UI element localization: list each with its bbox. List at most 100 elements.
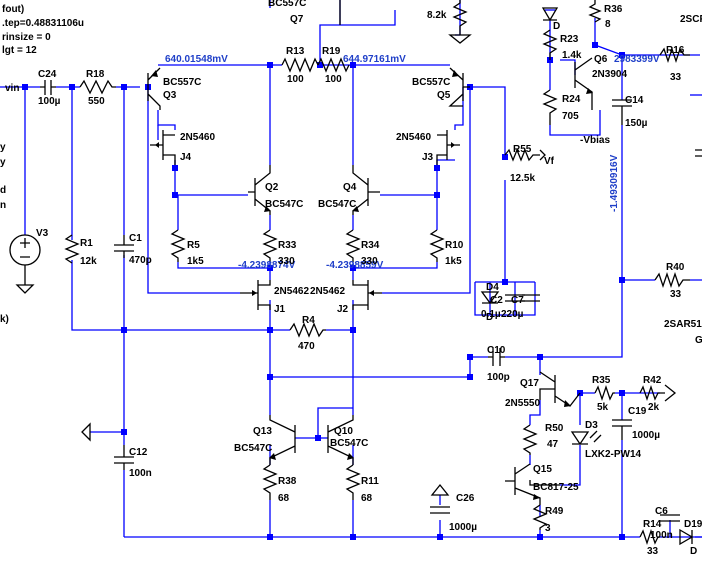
r1-symbol[interactable] bbox=[64, 234, 80, 264]
directive-trimsize: rinsize = 0 bbox=[2, 32, 51, 43]
voltage-q6-collector: 2983399V bbox=[614, 54, 660, 65]
label-r5-val: 1k5 bbox=[187, 256, 204, 267]
label-q4: Q4 bbox=[343, 182, 357, 193]
label-8k2: 8.2k bbox=[427, 10, 447, 21]
resistor-8k2-symbol[interactable] bbox=[448, 0, 472, 44]
label-q13: Q13 bbox=[253, 426, 272, 437]
r36-symbol[interactable] bbox=[588, 0, 602, 23]
label-r49-val: 3 bbox=[545, 523, 551, 534]
label-j3: J3 bbox=[422, 152, 434, 163]
label-r1-val: 12k bbox=[80, 256, 97, 267]
j4-symbol[interactable] bbox=[150, 130, 176, 165]
d3-symbol[interactable] bbox=[570, 430, 602, 446]
label-q15: Q15 bbox=[533, 464, 552, 475]
label-j4-model: 2N5460 bbox=[180, 132, 215, 143]
r33-symbol[interactable] bbox=[262, 229, 278, 262]
label-r33-val: 330 bbox=[278, 256, 295, 267]
label-c10-val: 100p bbox=[487, 372, 510, 383]
label-c7-val: 220µ bbox=[501, 309, 524, 320]
c24-symbol[interactable] bbox=[40, 80, 56, 95]
j3-symbol[interactable] bbox=[436, 130, 460, 165]
d4-symbol[interactable] bbox=[480, 291, 500, 305]
v3-symbol[interactable] bbox=[9, 234, 41, 294]
label-r19-val: 100 bbox=[325, 74, 342, 85]
q5-symbol[interactable] bbox=[448, 67, 470, 107]
r4-symbol[interactable] bbox=[289, 322, 326, 338]
j1-symbol[interactable] bbox=[240, 280, 271, 310]
r40-symbol[interactable] bbox=[654, 271, 690, 289]
c2-symbol[interactable] bbox=[505, 294, 525, 302]
r16-symbol[interactable] bbox=[659, 46, 690, 64]
label-q7-model: BC557C bbox=[268, 0, 306, 9]
q2-symbol[interactable] bbox=[248, 165, 271, 215]
c6-symbol[interactable] bbox=[660, 514, 680, 522]
voltage-j4-drain: -4.2398874V bbox=[238, 260, 296, 271]
r11-symbol[interactable] bbox=[345, 464, 361, 500]
label-r42: R42 bbox=[643, 375, 662, 386]
label-r4-val: 470 bbox=[298, 341, 315, 352]
label-r16: R16 bbox=[666, 45, 685, 56]
c7-symbol[interactable] bbox=[522, 294, 540, 302]
r55-symbol[interactable] bbox=[504, 148, 546, 162]
label-r42-val: 2k bbox=[648, 402, 660, 413]
d19-symbol[interactable] bbox=[679, 528, 694, 546]
label-r40: R40 bbox=[666, 262, 685, 273]
label-r35-val: 5k bbox=[597, 402, 609, 413]
label-r10: R10 bbox=[445, 240, 464, 251]
q15-symbol[interactable] bbox=[505, 463, 560, 505]
r42-symbol[interactable] bbox=[639, 384, 677, 402]
r49-symbol[interactable] bbox=[532, 504, 548, 530]
c14-symbol[interactable] bbox=[612, 99, 632, 125]
label-j1: J1 bbox=[274, 304, 286, 315]
label-c10: C10 bbox=[487, 345, 506, 356]
r14-symbol[interactable] bbox=[639, 528, 660, 546]
label-2sar: 2SAR51 bbox=[664, 319, 702, 330]
r24-symbol[interactable] bbox=[542, 89, 558, 125]
voltage-vbias-rail: -1.4930916V bbox=[609, 154, 620, 212]
directive-y1: y bbox=[0, 142, 6, 153]
r13-symbol[interactable] bbox=[281, 57, 319, 73]
label-d19-letter: D bbox=[690, 546, 697, 557]
label-r1: R1 bbox=[80, 238, 93, 249]
diode-top-symbol[interactable] bbox=[541, 7, 559, 22]
c10-symbol[interactable] bbox=[488, 348, 505, 366]
label-r34-val: 330 bbox=[361, 256, 378, 267]
r50-symbol[interactable] bbox=[522, 424, 538, 455]
label-q2-model: BC547C bbox=[265, 199, 303, 210]
q13-symbol[interactable] bbox=[269, 415, 296, 465]
directive-rgt: lgt = 12 bbox=[2, 45, 37, 56]
c19-symbol[interactable] bbox=[612, 419, 632, 440]
q6-symbol[interactable] bbox=[574, 57, 593, 110]
r38-symbol[interactable] bbox=[262, 464, 278, 500]
label-q6: Q6 bbox=[594, 54, 608, 65]
label-vin: vin bbox=[5, 83, 19, 94]
label-r24: R24 bbox=[562, 94, 581, 105]
label-r14-val2: 33 bbox=[647, 546, 659, 557]
r18-symbol[interactable] bbox=[79, 79, 116, 95]
label-q10-model: BC547C bbox=[330, 438, 368, 449]
directive-y2: y bbox=[0, 157, 6, 168]
r10-symbol[interactable] bbox=[429, 229, 445, 262]
q3-symbol[interactable] bbox=[147, 67, 161, 110]
q17-symbol[interactable] bbox=[539, 371, 581, 407]
c12-symbol[interactable] bbox=[114, 445, 134, 470]
r5-symbol[interactable] bbox=[170, 229, 186, 262]
label-q13-model: BC547C bbox=[234, 443, 272, 454]
label-r13: R13 bbox=[286, 46, 305, 57]
c26-symbol[interactable] bbox=[430, 483, 450, 514]
r34-symbol[interactable] bbox=[345, 229, 361, 262]
label-q5: Q5 bbox=[437, 90, 451, 101]
q4-symbol[interactable] bbox=[352, 165, 380, 215]
label-d3-model: LXK2-PW14 bbox=[585, 449, 642, 460]
label-d4: D4 bbox=[486, 282, 499, 293]
label-r23-val: 1.4k bbox=[562, 50, 582, 61]
q10-symbol[interactable] bbox=[327, 415, 354, 465]
j2-symbol[interactable] bbox=[352, 280, 382, 310]
c1-symbol[interactable] bbox=[114, 235, 134, 258]
label-r10-val: 1k5 bbox=[445, 256, 462, 267]
label-r24-val: 705 bbox=[562, 111, 579, 122]
r19-symbol[interactable] bbox=[317, 57, 350, 73]
r23-symbol[interactable] bbox=[542, 29, 558, 60]
r35-symbol[interactable] bbox=[594, 384, 615, 402]
